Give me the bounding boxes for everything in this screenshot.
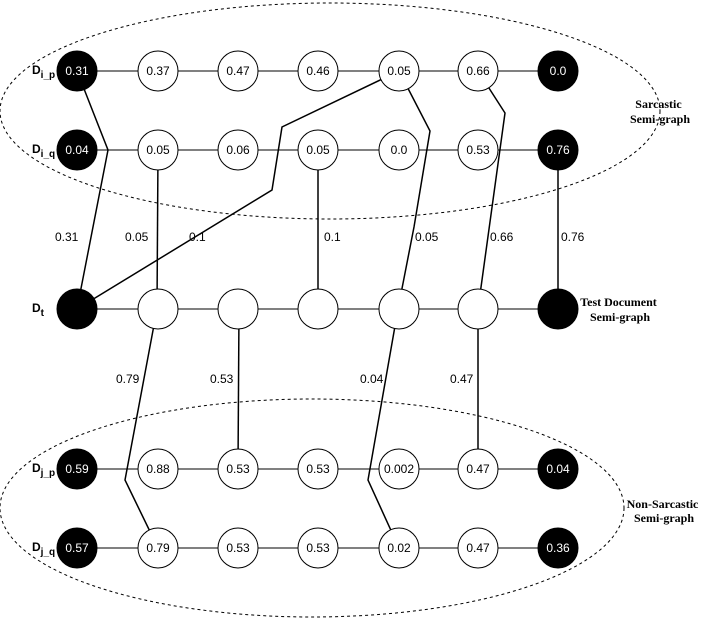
node-dt-0 <box>56 288 98 330</box>
node-value-dip-0: 0.31 <box>65 64 89 78</box>
node-dt-3 <box>297 288 339 330</box>
node-value-dip-2: 0.47 <box>226 64 250 78</box>
node-value-diq-6: 0.76 <box>546 143 570 157</box>
node-diq-0 <box>56 129 98 171</box>
node-djq-4 <box>378 527 420 569</box>
node-value-djq-2: 0.53 <box>226 541 250 555</box>
row-label-djp: Dj_p <box>32 461 55 479</box>
node-value-djp-0: 0.59 <box>65 462 89 476</box>
cross-link-label-3: 0.1 <box>324 230 341 244</box>
cross-link-labels: 0.31 0.05 0.1 0.1 0.05 0.66 0.76 0.79 0.53 0.04 0.… <box>55 230 585 386</box>
non-sarcastic-group-label: Non-Sarcastic Semi-graph <box>627 497 702 525</box>
cross-link-label-8: 0.53 <box>210 372 234 386</box>
node-djq-2 <box>217 527 259 569</box>
node-value-dip-3: 0.46 <box>306 64 330 78</box>
node-value-dip-1: 0.37 <box>146 64 170 78</box>
row-label-dt: Dt <box>32 301 45 319</box>
non-sarcastic-group-ellipse <box>0 398 625 618</box>
node-value-djp-6: 0.04 <box>546 462 570 476</box>
node-value-djp-4: 0.002 <box>384 462 414 476</box>
node-diq-3 <box>297 129 339 171</box>
sarcastic-group-label: Sarcastic Semi-graph <box>630 97 690 126</box>
node-value-djq-5: 0.47 <box>466 541 490 555</box>
node-djp-0 <box>56 448 98 490</box>
graph-nodes: 0.31 0.37 0.47 0.46 0.05 0.66 0.0 0.04 0.05 0.06 0… <box>56 50 579 569</box>
node-value-djq-0: 0.57 <box>65 541 89 555</box>
node-diq-2 <box>217 129 259 171</box>
cross-link-label-2: 0.1 <box>189 230 206 244</box>
cross-link-0 <box>76 70 109 310</box>
node-value-diq-0: 0.04 <box>65 143 89 157</box>
node-value-dip-6: 0.0 <box>550 64 567 78</box>
node-value-djq-1: 0.79 <box>146 541 170 555</box>
sarcastic-group-ellipse <box>0 2 661 220</box>
node-diq-6 <box>537 129 579 171</box>
node-dip-2 <box>217 50 259 92</box>
row-label-dip: Di_p <box>32 63 55 81</box>
node-dip-1 <box>137 50 179 92</box>
row-label-diq: Di_q <box>32 142 55 160</box>
cross-link-7 <box>124 308 159 549</box>
cross-link-label-5: 0.66 <box>490 230 514 244</box>
test-group-label: Test Document Semi-graph <box>580 295 660 324</box>
cross-link-label-7: 0.79 <box>116 372 140 386</box>
node-value-djp-5: 0.47 <box>466 462 490 476</box>
cross-link-label-6: 0.76 <box>561 230 585 244</box>
node-dt-4 <box>378 288 420 330</box>
cross-link-label-4: 0.05 <box>415 230 439 244</box>
node-value-djq-4: 0.02 <box>387 541 411 555</box>
node-value-dip-5: 0.66 <box>466 64 490 78</box>
node-value-djp-2: 0.53 <box>226 462 250 476</box>
node-djp-2 <box>217 448 259 490</box>
cross-link-4 <box>397 70 431 310</box>
node-dip-4 <box>378 50 420 92</box>
node-value-diq-3: 0.05 <box>306 143 330 157</box>
node-dt-6 <box>537 288 579 330</box>
cross-link-9 <box>367 308 400 549</box>
cross-link-8 <box>237 308 240 470</box>
node-dt-1 <box>137 288 179 330</box>
cross-link-label-9: 0.04 <box>360 372 384 386</box>
node-value-diq-1: 0.05 <box>146 143 170 157</box>
node-value-diq-4: 0.0 <box>391 143 408 157</box>
node-dt-2 <box>217 288 259 330</box>
node-dip-3 <box>297 50 339 92</box>
node-djq-3 <box>297 527 339 569</box>
node-djq-6 <box>537 527 579 569</box>
cross-link-2 <box>76 70 400 310</box>
node-djp-4 <box>378 448 420 490</box>
node-djp-3 <box>297 448 339 490</box>
node-value-djq-6: 0.36 <box>546 541 570 555</box>
node-djp-1 <box>137 448 179 490</box>
node-dip-6 <box>537 50 579 92</box>
node-djp-6 <box>537 448 579 490</box>
node-diq-4 <box>378 129 420 171</box>
node-value-dip-4: 0.05 <box>387 64 411 78</box>
row-label-djq: Dj_q <box>32 540 55 558</box>
node-dip-5 <box>457 50 499 92</box>
node-dt-5 <box>457 288 499 330</box>
node-diq-5 <box>457 129 499 171</box>
cross-link-label-10: 0.47 <box>450 372 474 386</box>
cross-link-label-0: 0.31 <box>55 230 79 244</box>
node-djq-1 <box>137 527 179 569</box>
node-dip-0 <box>56 50 98 92</box>
cross-link-label-1: 0.05 <box>125 230 149 244</box>
node-djq-5 <box>457 527 499 569</box>
node-diq-1 <box>137 129 179 171</box>
node-djq-0 <box>56 527 98 569</box>
cross-link-1 <box>156 149 159 310</box>
node-value-djp-1: 0.88 <box>146 462 170 476</box>
node-value-djp-3: 0.53 <box>306 462 330 476</box>
node-djp-5 <box>457 448 499 490</box>
node-value-djq-3: 0.53 <box>306 541 330 555</box>
node-value-diq-2: 0.06 <box>226 143 250 157</box>
node-value-diq-5: 0.53 <box>466 143 490 157</box>
cross-link-5 <box>477 70 506 310</box>
